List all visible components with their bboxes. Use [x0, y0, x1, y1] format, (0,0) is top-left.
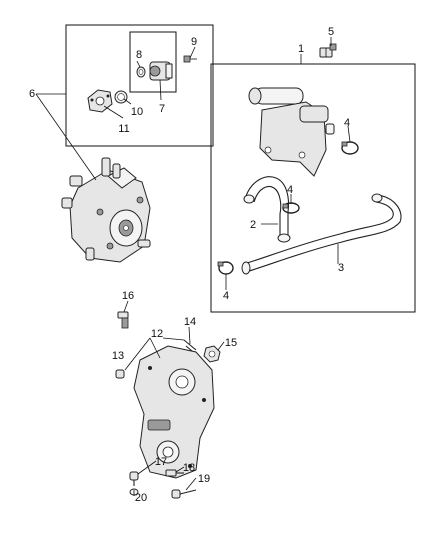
hose-clamp-part-4c: [217, 261, 234, 275]
bolt-part-9: [183, 55, 197, 63]
callout-19: 19: [198, 473, 210, 485]
callout-7: 7: [159, 103, 165, 115]
callout-18: 18: [183, 462, 195, 474]
callout-13: 13: [112, 350, 124, 362]
bolt-part-18: [165, 469, 184, 477]
coolant-hose-part-3: [241, 193, 402, 275]
callout-15: 15: [225, 337, 237, 349]
callout-20: 20: [135, 492, 147, 504]
callout-2: 2: [250, 219, 256, 231]
bolt-part-19: [171, 489, 197, 499]
regulator-inner-frame: [129, 31, 177, 93]
callout-12: 12: [151, 328, 163, 340]
callout-17: 17: [155, 456, 167, 468]
callout-6: 6: [29, 88, 35, 100]
callout-4-lower: 4: [223, 290, 229, 302]
o-ring-part-8: [136, 66, 146, 78]
callout-14: 14: [184, 316, 196, 328]
callout-1: 1: [298, 43, 304, 55]
callout-9: 9: [191, 36, 197, 48]
callout-8: 8: [136, 49, 142, 61]
regulator-valve-part-7: [149, 61, 173, 81]
coolant-hose-part-2: [243, 176, 291, 243]
callout-5: 5: [328, 26, 334, 38]
callout-10: 10: [131, 106, 143, 118]
leader-lines: [35, 37, 351, 496]
bolt-part-17: [129, 471, 139, 486]
flange-part-11: [87, 89, 113, 113]
fuel-pump-part-6: [61, 157, 151, 263]
bolt-part-16: [117, 311, 129, 329]
sensor-part-5: [319, 43, 337, 58]
callout-16: 16: [122, 290, 134, 302]
callout-4-upper: 4: [344, 117, 350, 129]
cooler-assembly-part-1: [248, 87, 335, 177]
callout-4-middle: 4: [287, 184, 293, 196]
bolt-part-13: [115, 369, 125, 379]
nut-part-15: [203, 345, 221, 363]
seal-ring-part-10: [114, 90, 128, 104]
front-cover-part-12: [133, 345, 215, 479]
cooler-group-frame: [210, 63, 416, 313]
callout-3: 3: [338, 262, 344, 274]
pressure-regulator-group-frame: [65, 24, 214, 147]
hose-clamp-part-4b: [282, 202, 300, 214]
callout-11: 11: [118, 123, 129, 135]
hose-clamp-part-4a: [341, 141, 359, 155]
